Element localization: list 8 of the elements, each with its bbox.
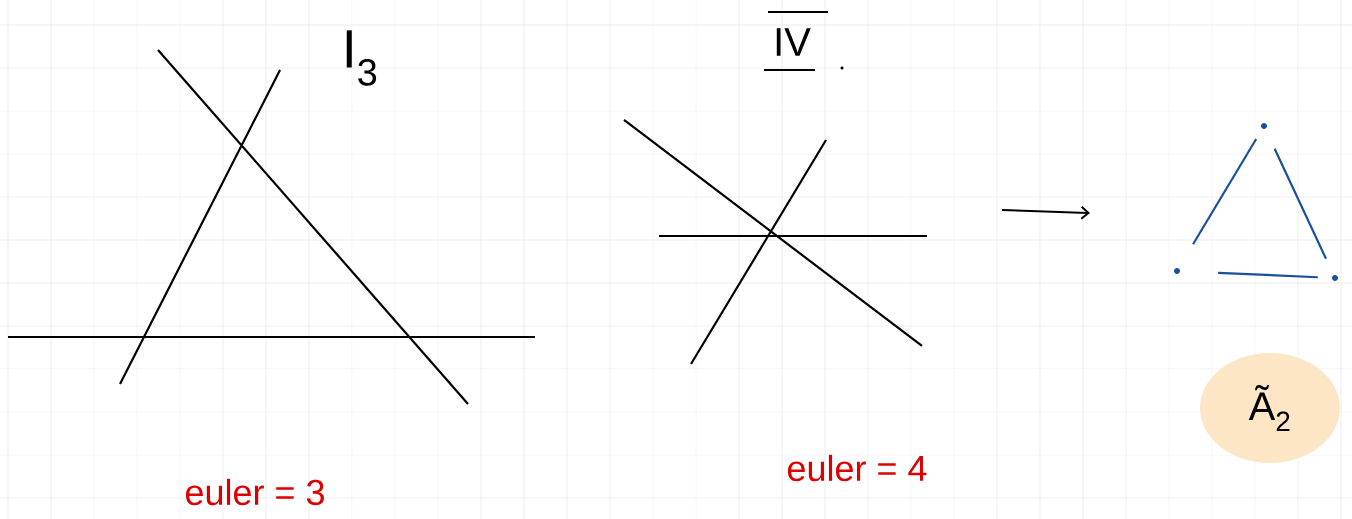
euler-label: euler = 3 [186, 478, 324, 506]
euler-label: euler = 4 [788, 454, 927, 482]
roman-numeral: IV [776, 28, 811, 56]
graph-edge [1273, 148, 1328, 260]
roman-numeral: I$_{3}$ [346, 30, 377, 86]
graph-edge [1192, 138, 1258, 245]
highlight-blob: Ã$_{2}$ [1200, 353, 1340, 463]
graph-edge [1218, 271, 1318, 279]
